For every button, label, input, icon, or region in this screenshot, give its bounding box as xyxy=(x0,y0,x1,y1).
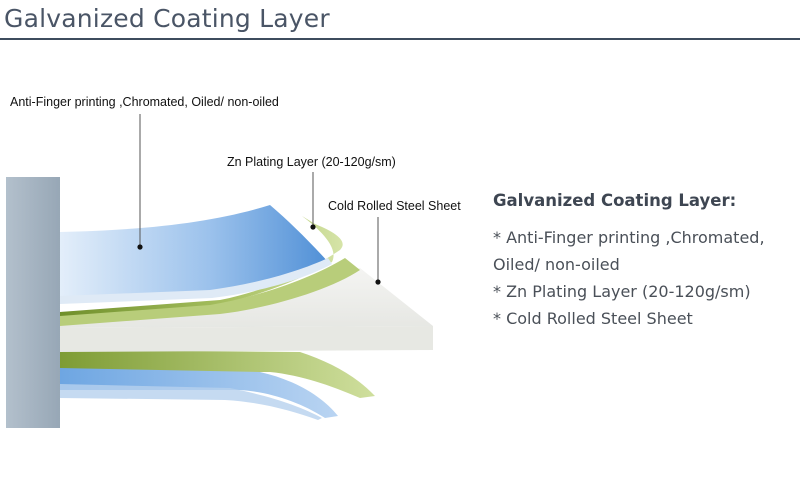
anti-finger-label: Anti-Finger printing ,Chromated, Oiled/ … xyxy=(10,95,279,109)
legend: Galvanized Coating Layer: * Anti-Finger … xyxy=(493,191,765,332)
legend-item: * Cold Rolled Steel Sheet xyxy=(493,309,693,328)
legend-item: Oiled/ non-oiled xyxy=(493,255,620,274)
zn-plating-dot xyxy=(310,224,316,230)
steel-sheet-dot xyxy=(375,279,381,285)
coating-lower xyxy=(60,368,338,418)
title-divider xyxy=(0,38,800,40)
coating-upper xyxy=(60,205,330,302)
mounting-post xyxy=(6,177,60,428)
zn-plating-upper-band xyxy=(60,258,360,326)
legend-heading: Galvanized Coating Layer: xyxy=(493,191,737,210)
coating-lower-edge xyxy=(60,384,322,420)
legend-item: * Zn Plating Layer (20-120g/sm) xyxy=(493,282,751,301)
steel-sheet-label: Cold Rolled Steel Sheet xyxy=(328,199,461,213)
steel-sheet-side xyxy=(60,326,433,352)
legend-item: * Anti-Finger printing ,Chromated, xyxy=(493,228,765,247)
zn-plating-lower xyxy=(60,350,375,398)
coating-upper-edge xyxy=(60,258,332,304)
page-title: Galvanized Coating Layer xyxy=(4,4,330,33)
anti-finger-dot xyxy=(137,244,143,250)
zn-plating-label: Zn Plating Layer (20-120g/sm) xyxy=(227,155,396,169)
